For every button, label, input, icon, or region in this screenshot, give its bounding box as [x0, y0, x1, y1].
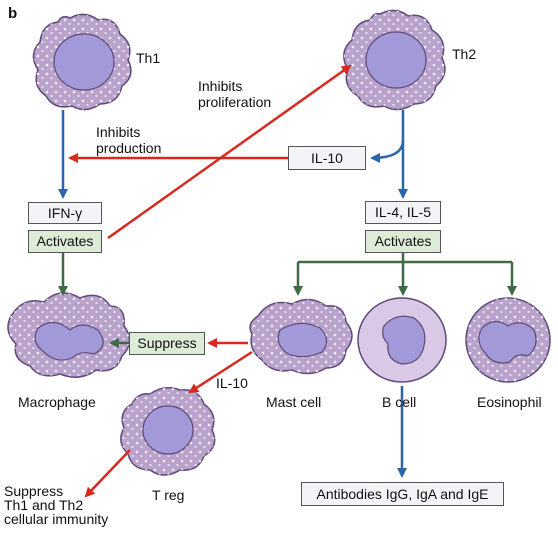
panel-letter: b — [8, 5, 18, 22]
arrow-mast-to-treg — [188, 350, 253, 394]
il10-treg-label: IL-10 — [216, 375, 248, 391]
inhibits-production-label: Inhibits production — [96, 124, 162, 156]
th2-label: Th2 — [452, 46, 477, 62]
suppress-box: Suppress — [129, 332, 205, 355]
treg-cell — [120, 387, 216, 476]
il4-il5-box: IL-4, IL-5 — [365, 201, 441, 224]
mast-cell-nucleus — [277, 322, 328, 358]
eosinophil-label: Eosinophil — [477, 394, 542, 410]
mast-cell-label: Mast cell — [266, 394, 322, 410]
ifn-gamma-box: IFN-γ — [28, 202, 102, 224]
treg-label: T reg — [152, 487, 185, 503]
macrophage-label: Macrophage — [18, 394, 96, 410]
il10-top-box: IL-10 — [288, 146, 366, 170]
activates-right-box: Activates — [365, 230, 441, 253]
antibodies-box: Antibodies IgG, IgA and IgE — [301, 482, 504, 506]
inhibits-proliferation-label: Inhibits proliferation — [198, 78, 272, 110]
mast-cell — [249, 298, 353, 375]
suppress-immunity-label: Suppress Th1 and Th2 cellular immunity — [4, 483, 109, 527]
th2-cell — [343, 9, 446, 111]
b-cell — [357, 297, 447, 383]
macrophage-nucleus — [34, 321, 104, 361]
arrow-th2-to-il10 — [370, 139, 405, 163]
th1-nucleus — [53, 33, 115, 91]
b-cell-nucleus — [382, 315, 426, 365]
macrophage-cell — [7, 292, 131, 378]
arrow-treg-to-suppress — [84, 449, 131, 498]
th1-label: Th1 — [136, 50, 161, 66]
treg-nucleus — [142, 405, 194, 455]
th2-nucleus — [365, 31, 427, 89]
arrow-inhibits-proliferation — [107, 64, 352, 240]
eosinophil-cell — [465, 297, 551, 383]
activates-left-box: Activates — [28, 230, 102, 253]
eosinophil-nucleus — [478, 320, 537, 364]
b-cell-label: B cell — [382, 394, 417, 410]
th1-cell — [32, 13, 132, 111]
